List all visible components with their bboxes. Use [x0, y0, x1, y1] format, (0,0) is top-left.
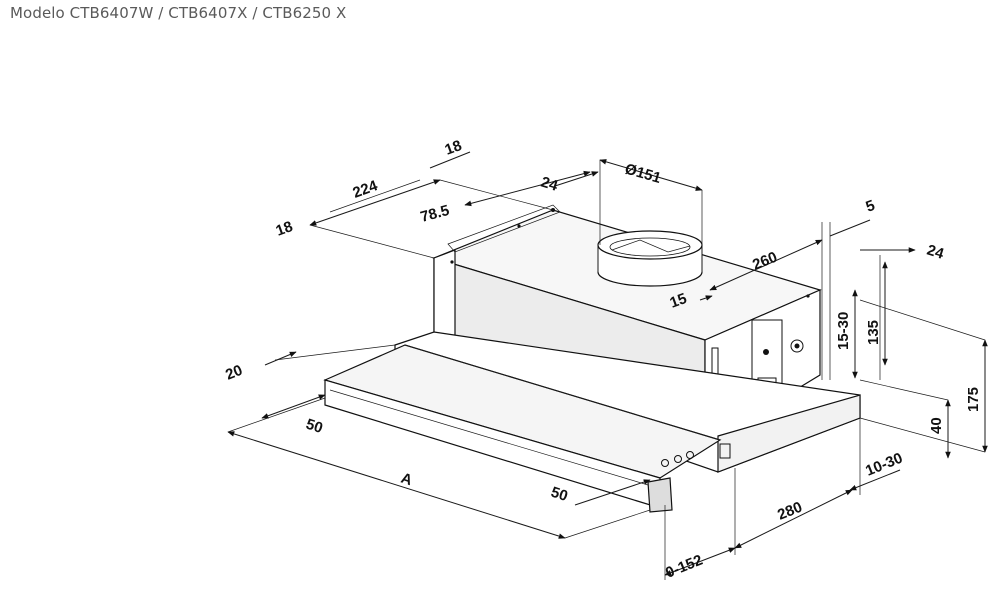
- dim-15: 15: [668, 290, 689, 312]
- dim-280: 280: [775, 499, 805, 524]
- dim-18-left: 18: [274, 218, 295, 240]
- dim-135: 135: [865, 320, 882, 345]
- dim-diameter-151: Ø151: [623, 161, 663, 187]
- dim-20: 20: [223, 362, 245, 384]
- dim-175: 175: [965, 387, 982, 412]
- dim-24-top: 24: [539, 174, 561, 195]
- dim-5: 5: [864, 197, 878, 216]
- dim-260: 260: [750, 249, 780, 274]
- dim-50-left: 50: [304, 416, 325, 437]
- hood-body: [323, 204, 861, 513]
- dim-A: A: [399, 470, 415, 490]
- dim-18-top: 18: [443, 137, 464, 159]
- dim-224: 224: [351, 177, 381, 202]
- dim-50-front: 50: [549, 484, 570, 505]
- dim-78-5: 78.5: [419, 202, 452, 226]
- page-title: Modelo CTB6407W / CTB6407X / CTB6250 X: [10, 4, 347, 22]
- dim-15-30: 15-30: [835, 312, 852, 350]
- dimension-lines: [227, 151, 988, 580]
- dim-0-152: 0-152: [663, 552, 705, 582]
- dim-40: 40: [928, 417, 945, 434]
- dim-10-30: 10-30: [863, 450, 905, 480]
- dim-24-right: 24: [925, 242, 947, 263]
